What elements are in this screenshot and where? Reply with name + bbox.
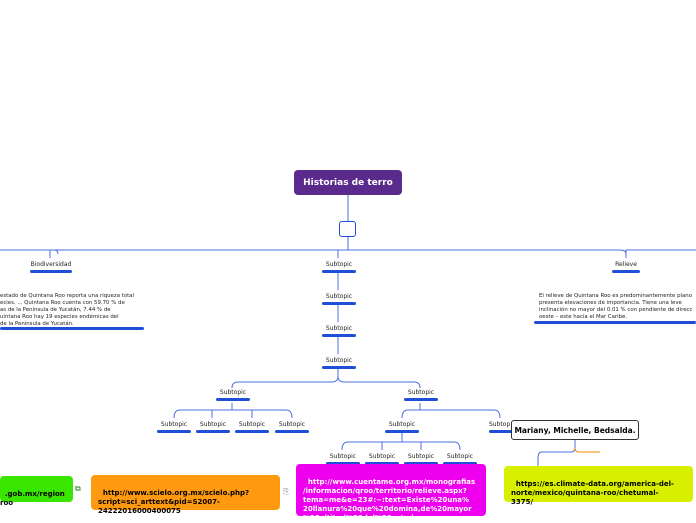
subtopic-label: Subtopic xyxy=(199,421,227,428)
subtopic-label: Subtopic xyxy=(325,261,353,268)
link-climate-text[interactable]: https://es.climate-data.org/america-del-… xyxy=(511,480,674,506)
subtopic-node[interactable]: Subtopic xyxy=(404,389,438,401)
subtopic-underline xyxy=(322,334,356,337)
subtopic-label: Subtopic xyxy=(325,325,353,332)
subtopic-node[interactable]: Subtopic xyxy=(443,453,477,465)
link-cuentame-text[interactable]: http://www.cuentame.org.mx/monografias /… xyxy=(303,478,476,522)
link-box-climate[interactable]: https://es.climate-data.org/america-del-… xyxy=(504,466,693,506)
subtopic-underline xyxy=(404,398,438,401)
subtopic-underline xyxy=(196,430,230,433)
subtopic-node[interactable]: Subtopic xyxy=(326,453,360,465)
subtopic-underline xyxy=(404,462,438,465)
subtopic-node[interactable]: Subtopic xyxy=(385,421,419,433)
subtopic-underline xyxy=(443,462,477,465)
link-box-cuentame[interactable]: http://www.cuentame.org.mx/monografias /… xyxy=(296,464,486,522)
subtopic-underline xyxy=(322,302,356,305)
subtopic-label: Subtopic xyxy=(325,293,353,300)
link-gob-text[interactable]: .gob.mx/region roo xyxy=(0,490,65,507)
note-relieve: El relieve de Quintana Roo es predominan… xyxy=(539,293,693,320)
subtopic-underline xyxy=(365,462,399,465)
subtopic-underline xyxy=(489,430,515,433)
topic-relieve-label: Relieve xyxy=(615,261,637,268)
subtopic-underline xyxy=(326,462,360,465)
subtopic-label: Subtopic xyxy=(388,421,416,428)
subtopic-underline xyxy=(322,270,356,273)
subtopic-node[interactable]: Subtopic xyxy=(322,261,356,273)
subtopic-underline xyxy=(235,430,269,433)
hub-node[interactable] xyxy=(339,221,356,237)
main-topic[interactable]: Historias de terro xyxy=(294,170,402,195)
note-underline xyxy=(534,321,696,324)
subtopic-node[interactable]: Subtopic xyxy=(157,421,191,433)
subtopic-node[interactable]: Subtopic xyxy=(196,421,230,433)
subtopic-node[interactable]: Subtopic xyxy=(365,453,399,465)
topic-underline xyxy=(30,270,72,273)
subtopic-node[interactable]: Subtopic xyxy=(235,421,269,433)
subtopic-label: Subtopic xyxy=(407,453,435,460)
link-box-scielo[interactable]: http://www.scielo.org.mx/scielo.php? scr… xyxy=(91,475,280,515)
subtopic-label: Subtopic xyxy=(407,389,435,396)
subtopic-node[interactable]: Subtop xyxy=(489,421,515,433)
topic-biodiversidad[interactable]: Biodiversidad xyxy=(30,261,72,273)
subtopic-underline xyxy=(275,430,309,433)
subtopic-label: Subtopic xyxy=(446,453,474,460)
main-topic-label: Historias de terro xyxy=(303,177,393,188)
subtopic-node[interactable]: Subtopic xyxy=(275,421,309,433)
subtopic-label: Subtopic xyxy=(160,421,188,428)
topic-relieve[interactable]: Relieve xyxy=(612,261,640,273)
subtopic-node[interactable]: Subtopic xyxy=(322,357,356,369)
subtopic-underline xyxy=(216,398,250,401)
subtopic-label: Subtopic xyxy=(238,421,266,428)
external-link-icon[interactable]: ⧉ xyxy=(75,484,81,493)
subtopic-label: Subtopic xyxy=(325,357,353,364)
subtopic-label: Subtopic xyxy=(278,421,306,428)
subtopic-label: Subtop xyxy=(489,421,511,428)
subtopic-node[interactable]: Subtopic xyxy=(404,453,438,465)
subtopic-underline xyxy=(385,430,419,433)
authors-label: Mariany, Michelle, Bedsalda. xyxy=(514,425,636,435)
note-underline xyxy=(0,327,144,330)
topic-biodiversidad-label: Biodiversidad xyxy=(30,261,72,268)
subtopic-label: Subtopic xyxy=(219,389,247,396)
subtopic-underline xyxy=(157,430,191,433)
subtopic-underline xyxy=(322,366,356,369)
link-box-gob[interactable]: .gob.mx/region roo xyxy=(0,476,73,507)
subtopic-node[interactable]: Subtopic xyxy=(322,325,356,337)
link-icon[interactable]: ⎘ xyxy=(283,487,290,496)
subtopic-label: Subtopic xyxy=(329,453,357,460)
authors-node[interactable]: Mariany, Michelle, Bedsalda. xyxy=(511,420,639,440)
note-biodiversidad: estado de Quintana Roo reporta una rique… xyxy=(0,293,135,327)
link-scielo-text[interactable]: http://www.scielo.org.mx/scielo.php? scr… xyxy=(98,489,250,515)
subtopic-node[interactable]: Subtopic xyxy=(216,389,250,401)
subtopic-label: Subtopic xyxy=(368,453,396,460)
subtopic-node[interactable]: Subtopic xyxy=(322,293,356,305)
topic-underline xyxy=(612,270,640,273)
